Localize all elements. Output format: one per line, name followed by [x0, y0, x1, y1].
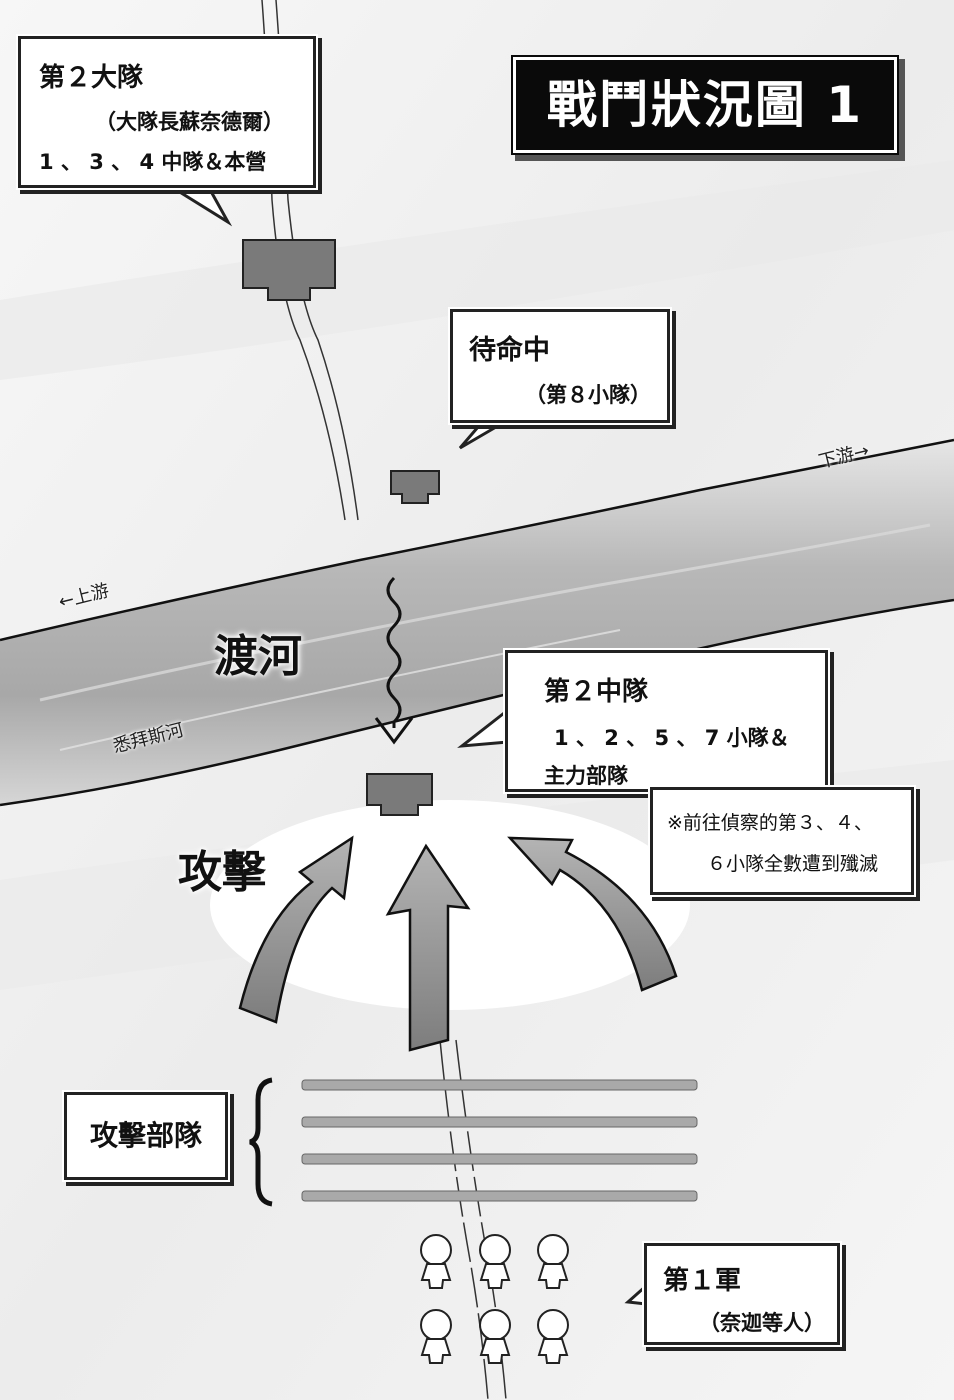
standby-callout-tail — [458, 418, 509, 450]
standby-callout: 待命中 （第８小隊） — [450, 309, 670, 423]
first-army-figures — [420, 1234, 569, 1364]
terrain-shading — [0, 160, 954, 380]
first-army-members: （奈迦等人） — [699, 1311, 825, 1335]
soldier-icon — [537, 1309, 569, 1364]
soldier-icon — [479, 1309, 511, 1364]
soldier-icon — [537, 1234, 569, 1289]
map-title: 戰鬥狀況圖 1 — [513, 57, 897, 153]
attack-label: 攻擊 — [178, 847, 266, 898]
attack-arrow-center — [385, 843, 471, 1052]
crossing-label: 渡河 — [214, 631, 302, 682]
note-line-1: ※前往偵察的第３、４、 — [667, 812, 873, 834]
attack-force-label-box: 攻擊部隊 — [64, 1092, 228, 1180]
river — [0, 440, 954, 805]
formation-line — [301, 1153, 698, 1165]
river-ripple — [59, 629, 621, 751]
company-units: 1 、 2 、 5 、 7 小隊＆ — [554, 726, 790, 750]
company-callout-tail — [457, 708, 509, 748]
first-army-callout-tail — [624, 1284, 647, 1306]
battalion-unit-marker — [242, 239, 336, 301]
company-units-main: 主力部隊 — [544, 764, 628, 788]
battalion-callout: 第２大隊 （大隊長蘇奈德爾） 1 、 3 、 4 中隊＆本營 — [18, 36, 316, 188]
attack-arrow-left — [238, 835, 354, 1024]
battalion-commander: （大隊長蘇奈德爾） — [95, 110, 284, 134]
river-south-bank — [0, 598, 954, 807]
formation-line — [301, 1079, 698, 1091]
standby-unit-marker — [390, 470, 440, 504]
river-ripple — [39, 523, 931, 702]
attack-arrow-right — [507, 836, 678, 992]
soldier-icon — [420, 1234, 452, 1289]
formation-line — [301, 1116, 698, 1128]
battalion-name: 第２大隊 — [39, 63, 144, 93]
bracket-icon — [249, 1077, 273, 1207]
standby-unit: （第８小隊） — [525, 383, 651, 407]
standby-status: 待命中 — [469, 335, 550, 366]
attack-force-lines — [301, 1079, 698, 1202]
note-line-2: ６小隊全數遭到殲滅 — [707, 853, 879, 875]
river-north-bank — [0, 438, 954, 642]
company-unit-marker — [366, 773, 433, 816]
formation-line — [301, 1190, 698, 1202]
soldier-icon — [479, 1234, 511, 1289]
attack-force-label: 攻擊部隊 — [89, 1119, 202, 1152]
first-army-name: 第１軍 — [663, 1266, 742, 1296]
annihilation-note: ※前往偵察的第３、４、 ６小隊全數遭到殲滅 — [650, 787, 914, 895]
battalion-units: 1 、 3 、 4 中隊＆本營 — [39, 150, 267, 174]
soldier-icon — [420, 1309, 452, 1364]
first-army-callout: 第１軍 （奈迦等人） — [644, 1243, 840, 1345]
battalion-callout-tail — [169, 184, 233, 227]
arrow-head-icon — [374, 717, 414, 745]
company-callout: 第２中隊 1 、 2 、 5 、 7 小隊＆ 主力部隊 — [505, 650, 828, 792]
company-name: 第２中隊 — [544, 677, 649, 707]
river-crossing-arrow — [386, 576, 402, 728]
